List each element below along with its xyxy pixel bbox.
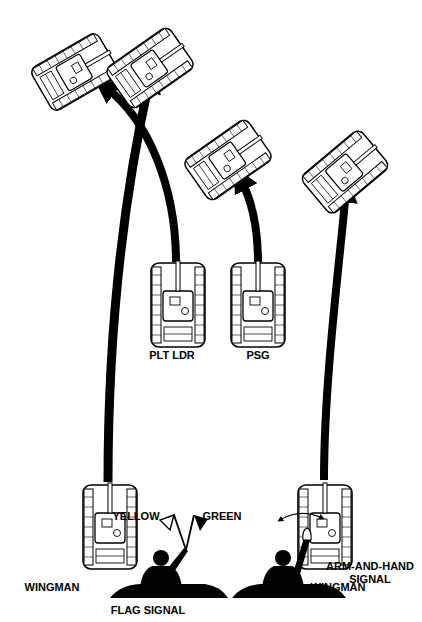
tank xyxy=(83,483,137,569)
signal-label: ARM-AND-HAND SIGNAL xyxy=(325,560,415,585)
flag-signal-figure xyxy=(110,515,228,598)
tank xyxy=(104,24,197,110)
movement-arrows xyxy=(104,78,346,482)
unit-label: PLT LDR xyxy=(149,349,195,362)
unit-label: WINGMAN xyxy=(25,581,80,594)
tank xyxy=(182,116,275,202)
signal-label: FLAG SIGNAL xyxy=(111,604,186,617)
unit-label: PSG xyxy=(246,349,269,362)
color-label: GREEN xyxy=(202,510,241,523)
tank xyxy=(299,127,392,216)
tank xyxy=(231,261,285,347)
tank xyxy=(151,261,205,347)
color-label: YELLOW xyxy=(112,510,159,523)
tank xyxy=(298,483,352,569)
